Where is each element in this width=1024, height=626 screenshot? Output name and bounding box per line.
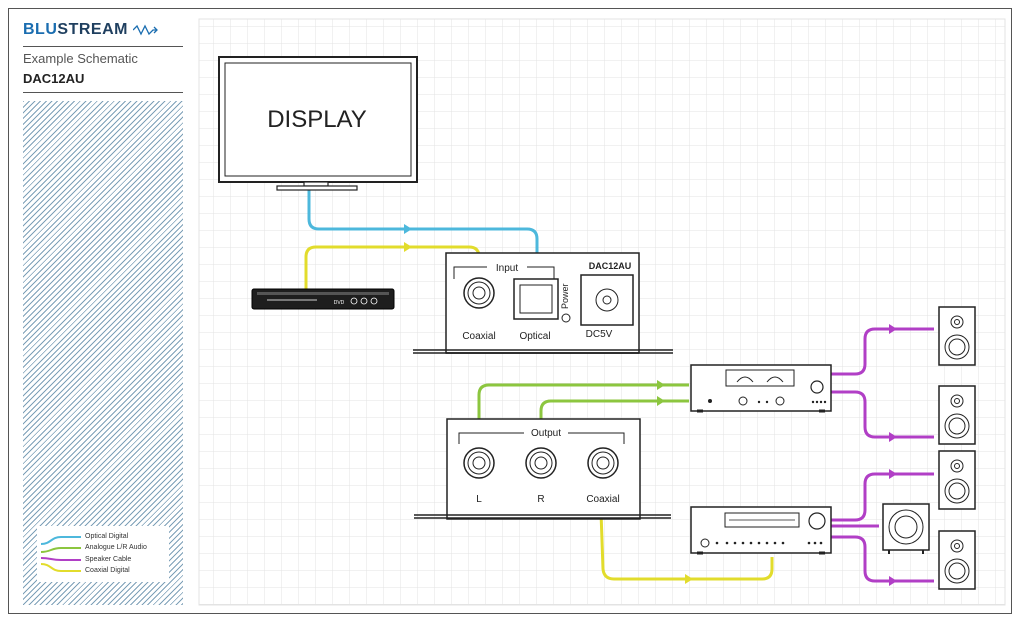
dac-output-group-label: Output bbox=[531, 428, 561, 439]
arrow-speaker-1 bbox=[889, 324, 897, 334]
wave-icon bbox=[132, 24, 158, 36]
legend-label-speaker: Speaker Cable bbox=[85, 556, 132, 563]
display-device: DISPLAY bbox=[218, 56, 418, 191]
dac-input-power-label: Power bbox=[560, 283, 570, 309]
header-rule-bottom bbox=[23, 92, 183, 93]
cable-analogue-right bbox=[539, 399, 689, 457]
arrow-analogue-right bbox=[657, 396, 665, 406]
brand-name-part2: STREAM bbox=[57, 21, 128, 38]
cable-analogue-left bbox=[477, 383, 689, 457]
page-subtitle: Example Schematic bbox=[23, 51, 138, 66]
arrow-coaxial-out bbox=[685, 574, 693, 584]
legend-swatch-speaker bbox=[40, 557, 81, 561]
dac-input-dc-label: DC5V bbox=[586, 329, 613, 340]
dac-input-coaxial-label: Coaxial bbox=[462, 331, 495, 342]
display-label: DISPLAY bbox=[267, 106, 367, 133]
dvd-button-1-icon bbox=[350, 297, 358, 305]
speaker-3 bbox=[938, 450, 976, 510]
dvd-player: DVD bbox=[251, 288, 395, 310]
cable-arrows bbox=[404, 224, 897, 586]
legend-swatch-coaxial bbox=[40, 563, 81, 572]
dac-output-box: Output L R Coaxial bbox=[414, 418, 671, 520]
schematic-frame: BLUSTREAM Example Schematic DAC12AU Opti… bbox=[8, 8, 1012, 614]
dac-output-left-label: L bbox=[476, 494, 482, 505]
cable-speaker bbox=[831, 327, 934, 583]
page-title: DAC12AU bbox=[23, 71, 85, 86]
speaker-1 bbox=[938, 306, 976, 366]
arrow-coaxial-in bbox=[404, 242, 412, 252]
dac-output-right-label: R bbox=[537, 494, 544, 505]
header-rule-top bbox=[23, 46, 183, 47]
av-receiver bbox=[690, 506, 832, 555]
speaker-4 bbox=[938, 530, 976, 590]
legend-label-analogue: Analogue L/R Audio bbox=[85, 544, 147, 551]
hatch-panel bbox=[23, 101, 183, 605]
diagram-canvas: DISPLAY DVD Input DAC12AU bbox=[198, 18, 1006, 606]
arrow-optical bbox=[404, 224, 412, 234]
dac-input-device-label: DAC12AU bbox=[589, 261, 632, 271]
blustream-logo: BLUSTREAM bbox=[23, 21, 159, 39]
legend-label-coaxial: Coaxial Digital bbox=[85, 567, 130, 574]
arrow-speaker-3 bbox=[889, 469, 897, 479]
legend: Optical Digital Analogue L/R Audio Speak… bbox=[37, 526, 169, 582]
arrow-speaker-4 bbox=[889, 576, 897, 586]
dvd-button-3-icon bbox=[370, 297, 378, 305]
arrow-speaker-2 bbox=[889, 432, 897, 442]
dac-input-box: Input DAC12AU Power Coaxial Optical DC5V bbox=[413, 252, 673, 354]
legend-label-optical: Optical Digital bbox=[85, 533, 129, 540]
legend-swatch-analogue bbox=[40, 547, 81, 553]
power-polarity-icon bbox=[561, 313, 571, 323]
cable-optical bbox=[307, 189, 539, 287]
dvd-button-2-icon bbox=[360, 297, 368, 305]
dvd-label: DVD bbox=[334, 300, 345, 306]
sidebar: BLUSTREAM Example Schematic DAC12AU Opti… bbox=[9, 9, 199, 613]
legend-swatch-optical bbox=[40, 536, 81, 545]
dac-input-optical-label: Optical bbox=[519, 331, 550, 342]
stereo-amplifier bbox=[690, 364, 832, 413]
arrow-analogue-left bbox=[657, 380, 665, 390]
dac-output-coaxial-label: Coaxial bbox=[586, 494, 619, 505]
legend-swatches bbox=[40, 536, 81, 572]
dac-input-group-label: Input bbox=[496, 263, 518, 274]
speaker-2 bbox=[938, 385, 976, 445]
subwoofer bbox=[882, 503, 930, 554]
brand-name-part1: BLU bbox=[23, 21, 58, 38]
